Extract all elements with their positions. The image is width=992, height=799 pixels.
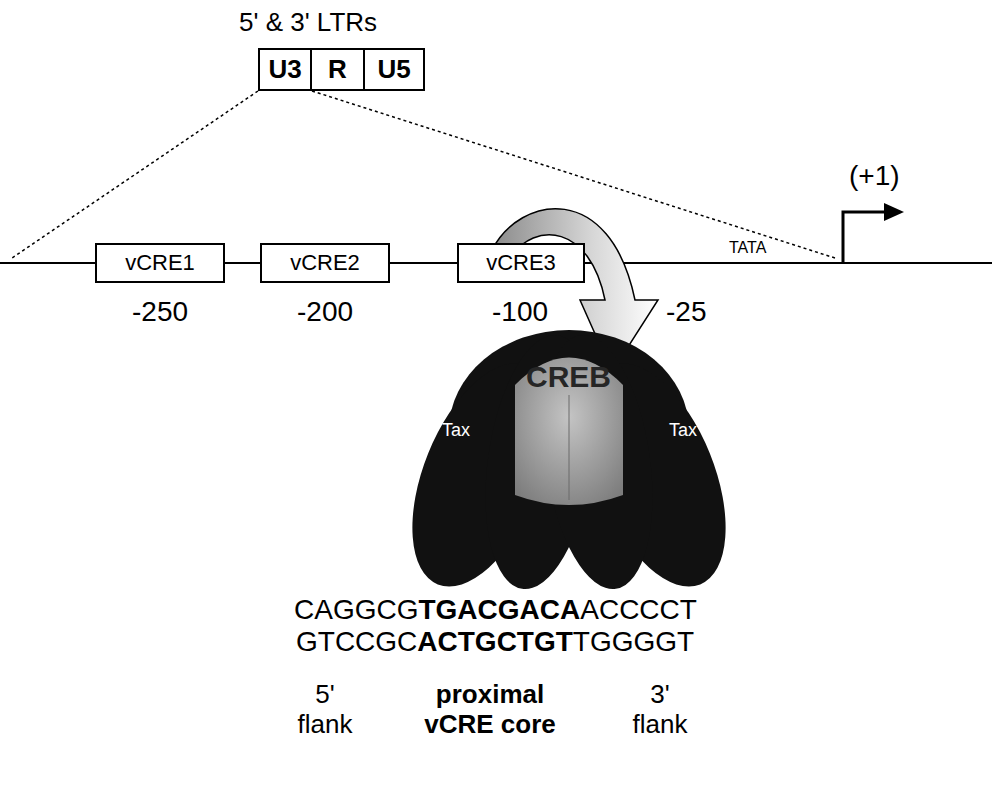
box-label: U3 bbox=[268, 55, 301, 85]
sequence-strand: GTCCGCACTGCTGTTGGGGT bbox=[296, 626, 694, 658]
creb-region bbox=[515, 358, 623, 506]
sequence-segment: CAGGCG bbox=[294, 594, 418, 626]
ltr-region-box: U3 bbox=[258, 48, 312, 91]
ltr-region-box: U5 bbox=[363, 48, 425, 91]
start-site-label: (+1) bbox=[849, 160, 900, 192]
vcre-box: vCRE3 bbox=[457, 243, 585, 283]
box-label: vCRE1 bbox=[125, 250, 195, 275]
sequence-segment: GTCCGC bbox=[296, 626, 417, 658]
ltr-region-box: R bbox=[310, 48, 365, 91]
region-caption: 5' flank bbox=[285, 680, 365, 740]
protein-label: Tax bbox=[442, 420, 470, 441]
box-label: R bbox=[328, 55, 347, 85]
position-number: -25 bbox=[664, 296, 708, 328]
protein-label: CREB bbox=[526, 360, 611, 395]
transcription-start-arrow bbox=[843, 212, 888, 263]
sequence-segment: TGGGGT bbox=[573, 626, 694, 658]
position-number: -100 bbox=[492, 296, 548, 328]
vcre-box: vCRE1 bbox=[95, 243, 225, 283]
sequence-segment: ACCCCT bbox=[580, 594, 697, 626]
vcre-box: vCRE2 bbox=[260, 243, 390, 283]
position-number: -250 bbox=[132, 296, 188, 328]
creb-tax-complex bbox=[384, 328, 754, 606]
sequence-strand: CAGGCGTGACGACAACCCCT bbox=[294, 594, 697, 626]
box-label: U5 bbox=[377, 55, 410, 85]
arrowhead bbox=[884, 203, 904, 221]
position-number: -200 bbox=[297, 296, 353, 328]
tata-box-label: TATA bbox=[729, 239, 766, 257]
sequence-segment: ACTGCTGT bbox=[417, 626, 573, 658]
sequence-segment: TGACGACA bbox=[418, 594, 580, 626]
region-heading: 5' & 3' LTRs bbox=[239, 8, 377, 38]
box-label: vCRE3 bbox=[486, 250, 556, 275]
dimer-seam bbox=[569, 395, 570, 500]
region-caption: proximal vCRE core bbox=[415, 680, 565, 740]
box-label: vCRE2 bbox=[290, 250, 360, 275]
protein-label: Tax bbox=[669, 420, 697, 441]
expansion-line bbox=[12, 91, 258, 258]
region-caption: 3' flank bbox=[620, 680, 700, 740]
